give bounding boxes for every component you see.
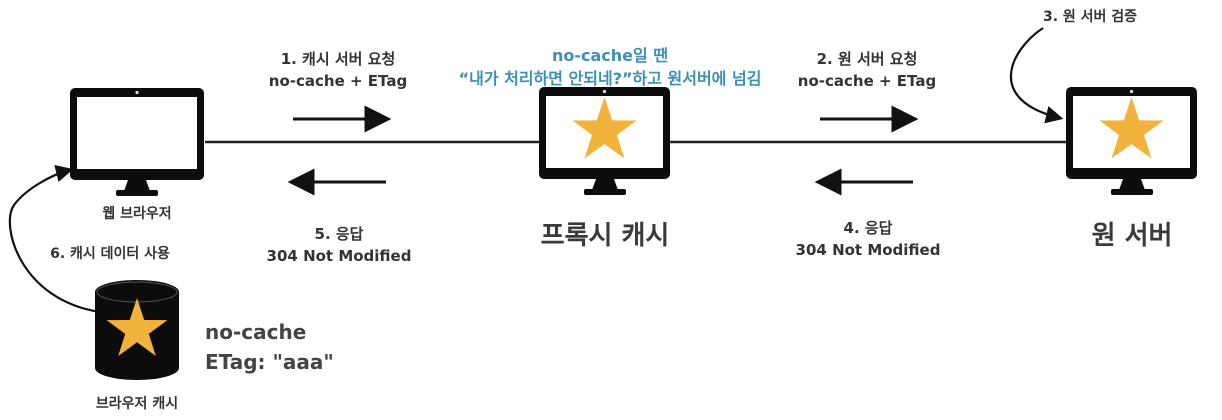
- cache-info-directive: no-cache: [205, 320, 307, 344]
- browser-cache-star-icon: [106, 298, 168, 356]
- step6-label: 6. 캐시 데이터 사용: [50, 246, 170, 262]
- proxy-star-icon: [572, 97, 637, 159]
- proxy-cache-label: 프록시 캐시: [540, 221, 670, 251]
- step4-title: 4. 응답: [843, 219, 893, 237]
- step5-detail: 304 Not Modified: [266, 246, 412, 265]
- step4-label: 4. 응답 304 Not Modified: [778, 218, 958, 262]
- browser-cache-database-icon: [95, 280, 179, 380]
- step2-detail: no-cache + ETag: [797, 71, 937, 90]
- origin-server-label: 원 서버: [1091, 221, 1173, 251]
- step1-title: 1. 캐시 서버 요청: [280, 50, 396, 68]
- step5-label: 5. 응답 304 Not Modified: [249, 224, 429, 268]
- proxy-note-korean: 일 땐: [633, 46, 669, 65]
- web-browser-label: 웹 브라우저: [102, 206, 172, 222]
- step2-title: 2. 원 서버 요청: [816, 50, 918, 68]
- origin-server-monitor-icon: [1066, 87, 1197, 195]
- step2-label: 2. 원 서버 요청 no-cache + ETag: [782, 49, 952, 93]
- web-browser-monitor-icon: [70, 88, 204, 196]
- proxy-note-line1: no-cache일 땐: [425, 44, 795, 67]
- browser-cache-label: 브라우저 캐시: [95, 396, 179, 412]
- step1-detail: no-cache + ETag: [268, 71, 408, 90]
- proxy-note-line2: “내가 처리하면 안되네?”하고 원서버에 넘김: [458, 69, 762, 89]
- cache-info: no-cache ETag: "aaa": [205, 317, 365, 377]
- proxy-note: no-cache일 땐 “내가 처리하면 안되네?”하고 원서버에 넘김: [425, 44, 795, 90]
- arrow-step6: [8, 164, 101, 314]
- origin-star-icon: [1099, 97, 1164, 159]
- step3-label: 3. 원 서버 검증: [1042, 9, 1138, 25]
- step4-detail: 304 Not Modified: [795, 240, 941, 259]
- cache-info-etag: ETag: "aaa": [205, 350, 334, 374]
- proxy-note-latin: no-cache: [551, 46, 633, 65]
- step5-title: 5. 응답: [314, 225, 364, 243]
- step1-label: 1. 캐시 서버 요청 no-cache + ETag: [253, 49, 423, 93]
- arrow-step3: [1009, 27, 1064, 124]
- proxy-cache-monitor-icon: [539, 87, 670, 195]
